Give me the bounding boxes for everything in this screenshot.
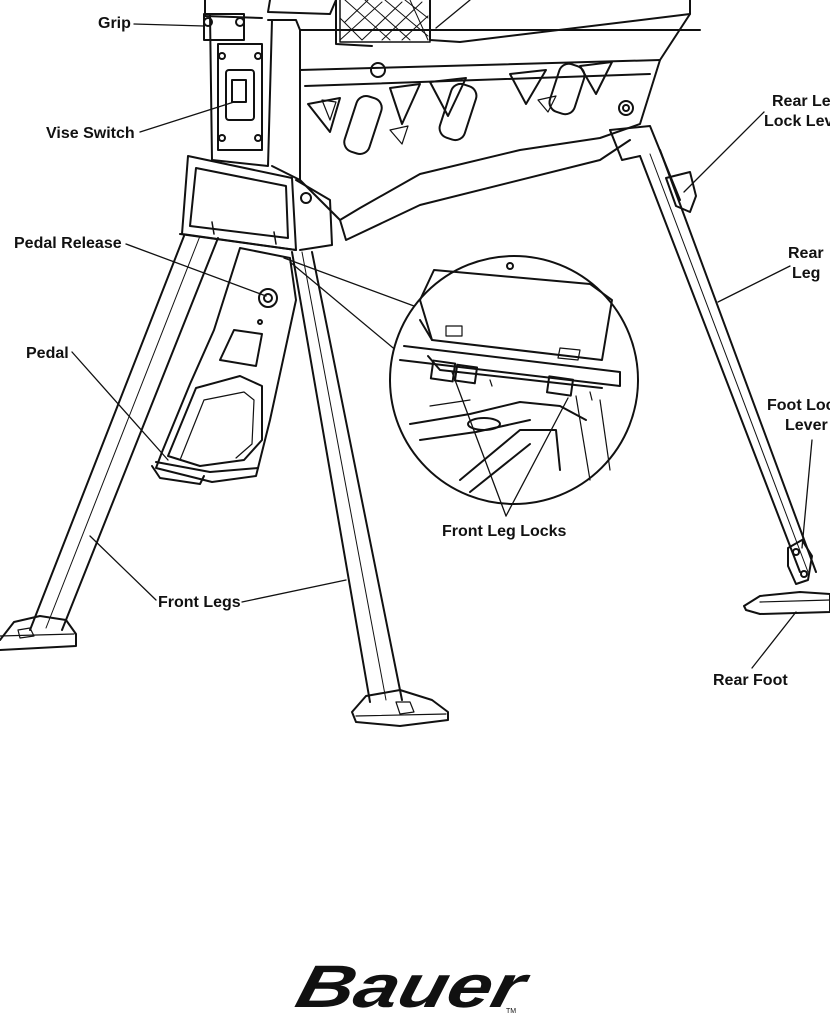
label-rear-leg-lock-lever-1: Rear Le: [772, 93, 830, 110]
label-front-leg-locks: Front Leg Locks: [442, 523, 567, 540]
bauer-logo-text: Bauer: [292, 955, 537, 1017]
inset-detail: [389, 255, 639, 505]
label-vise-switch: Vise Switch: [46, 125, 135, 142]
trademark-mark: TM: [506, 1008, 516, 1015]
label-rear-leg-2: Leg: [792, 265, 821, 282]
pedal: [151, 247, 297, 485]
label-rear-leg-lock-lever-2: Lock Lev: [764, 113, 830, 130]
work-surface: [204, 0, 691, 47]
bauer-logo: Bauer TM: [292, 955, 537, 1017]
inset-leader: [283, 257, 415, 353]
label-foot-lock-lever-2: Lever: [785, 417, 828, 434]
label-pedal-release: Pedal Release: [14, 235, 122, 252]
label-rear-foot: Rear Foot: [713, 672, 788, 689]
label-pedal: Pedal: [26, 345, 69, 362]
vise-post: [203, 13, 301, 181]
front-leg-right: [291, 251, 449, 727]
front-leg-left: [0, 235, 219, 651]
rear-leg: [609, 125, 830, 615]
label-foot-lock-lever-1: Foot Loc: [767, 397, 830, 414]
front-leg-hub: [179, 155, 333, 251]
label-front-legs: Front Legs: [158, 594, 241, 611]
callout-leaders: [71, 0, 813, 669]
label-grip: Grip: [98, 15, 131, 32]
label-rear-leg-1: Rear: [788, 245, 824, 262]
main-beam: [299, 13, 701, 241]
